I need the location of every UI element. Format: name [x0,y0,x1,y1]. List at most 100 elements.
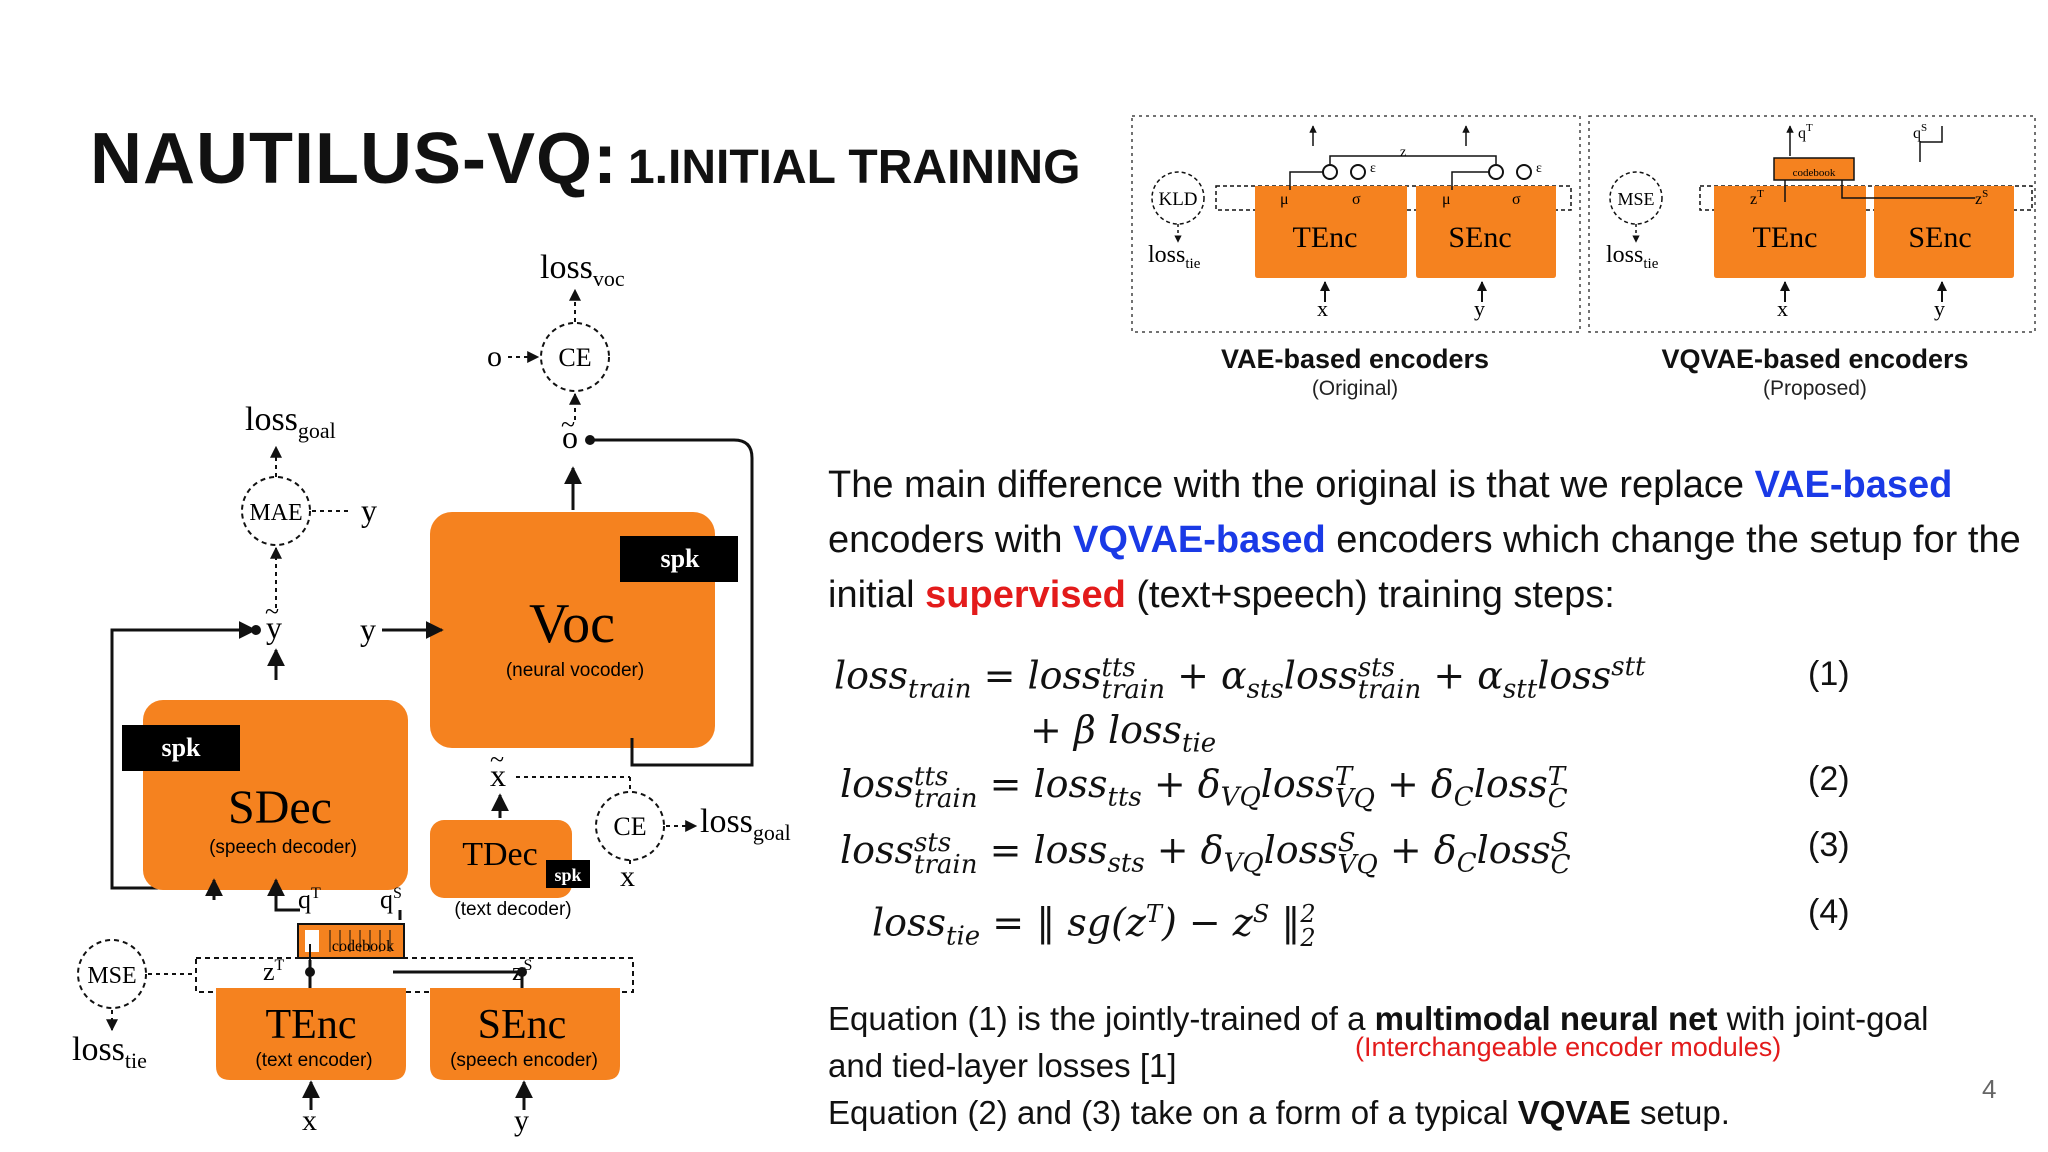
qT-label: q [298,885,311,914]
intro-paragraph: The main difference with the original is… [828,464,2021,616]
latent-band [195,957,634,993]
loss-goal2-label: loss [700,803,753,840]
svg-text:ε: ε [1370,161,1376,176]
svg-text:ε: ε [1536,161,1542,176]
tenc-desc: (text encoder) [255,1050,372,1071]
svg-text:losstie: losstie [72,1031,147,1073]
svg-text:lossgoal: lossgoal [245,401,336,443]
svg-text:MSE: MSE [1617,189,1654,209]
o-label: o [487,340,502,373]
svg-text:spk: spk [161,733,201,762]
highlight-supervised: supervised [925,574,1126,616]
svg-text:qT: qT [1798,122,1813,142]
y-goal-label: y [361,492,377,528]
ce-goal-label: CE [613,812,646,841]
spk-badge-tdec [546,860,590,888]
svg-text:zT: zT [1750,188,1764,208]
svg-text:~: ~ [490,745,504,774]
svg-text:lossvoc: lossvoc [540,249,625,291]
vqvae-codebook [1773,157,1855,181]
o-tilde-label: o [562,419,578,455]
ce-voc-label: CE [558,343,591,372]
highlight-vqvae: VQVAE-based [1073,519,1326,561]
highlight-vae: VAE-based [1754,464,1953,506]
svg-text:zT: zT [263,957,285,986]
svg-text:σ: σ [1352,191,1361,208]
svg-text:z: z [1400,145,1406,160]
encoder-panels: KLD losstie TEnc SEnc μ σ μ σ ε ε z x y … [1131,115,2036,333]
slide-title: NAUTILUS-VQ:1.INITIAL TRAINING [90,118,1080,200]
vqvae-panel [1588,115,2036,333]
mae-node [241,476,311,546]
tdec-title: TDec [462,836,538,873]
y-tilde-label: y [266,609,282,645]
vae-panel [1131,115,1581,333]
mse-node [77,939,147,1009]
mae-label: MAE [249,500,302,526]
x-tilde-label: x [490,757,506,793]
ce-voc-node [540,322,610,392]
vqvae-senc [1874,186,2014,278]
svg-text:losstie: losstie [1606,242,1659,272]
kld-label: KLD [1158,189,1197,210]
kld-node [1151,171,1205,225]
mse-small-node [1609,171,1663,225]
codebook-label: codebook [332,938,394,955]
spk-badge-sdec [122,725,240,771]
svg-text:qS: qS [380,885,402,914]
architecture-diagram: lossvoc CE o o ~ lossgoal MAE y y ~ Voc … [72,249,791,1137]
loss-goal-label: loss [245,401,298,438]
x-input-label: x [302,1104,317,1137]
svg-text:losstie: losstie [1148,242,1201,272]
zT-label: z [263,957,275,986]
equation-2-number: (2) [1808,760,1850,798]
equation-1b: + β losstie [1030,708,1217,759]
vae-subcaption: (Original) [1311,377,1399,400]
spk-badge-voc [620,536,738,582]
svg-text:y: y [1474,296,1485,321]
vqvae-subcaption: (Proposed) [1763,377,1867,400]
svg-text:TEnc: TEnc [1293,221,1358,254]
loss-voc-label: loss [540,249,593,286]
svg-text:y: y [1934,296,1945,321]
vae-tenc [1255,186,1407,278]
mse-label: MSE [87,963,136,989]
senc-desc: (speech encoder) [450,1050,598,1071]
title-sub: 1.INITIAL TRAINING [627,141,1081,194]
svg-text:spk: spk [554,865,581,885]
loss-tie-label: loss [72,1031,125,1068]
svg-text:TEnc: TEnc [1753,221,1818,254]
svg-text:μ: μ [1442,191,1451,208]
sdec-desc: (speech decoder) [209,837,357,858]
y-voc-input: y [360,611,376,647]
svg-text:~: ~ [561,410,575,439]
voc-title: Voc [529,593,615,655]
equation-3-number: (3) [1808,826,1850,864]
footer-text: Equation (1) is the jointly-trained of a… [828,1000,1929,1131]
equation-4-number: (4) [1808,893,1850,931]
svg-text:~: ~ [265,597,279,626]
interchangeable-note: (Interchangeable encoder modules) [1355,1032,1782,1062]
svg-text:SEnc: SEnc [1908,221,1971,254]
vae-senc [1416,186,1556,278]
voc-desc: (neural vocoder) [506,660,644,681]
equation-1-number: (1) [1808,655,1850,693]
tenc-title: TEnc [266,1002,357,1048]
senc-title: SEnc [478,1002,567,1048]
tdec-block [430,820,572,898]
senc-block [430,988,620,1080]
svg-text:x: x [1317,296,1328,321]
svg-text:codebook: codebook [1793,167,1836,179]
svg-text:SEnc: SEnc [1448,221,1511,254]
svg-text:zS: zS [1975,188,1988,208]
x-ce-label: x [620,860,635,893]
title-main: NAUTILUS-VQ: [90,119,618,199]
sdec-title: SDec [228,781,332,834]
qS-label: q [380,885,393,914]
svg-text:spk: spk [660,544,700,573]
svg-text:lossgoal: lossgoal [700,803,791,845]
